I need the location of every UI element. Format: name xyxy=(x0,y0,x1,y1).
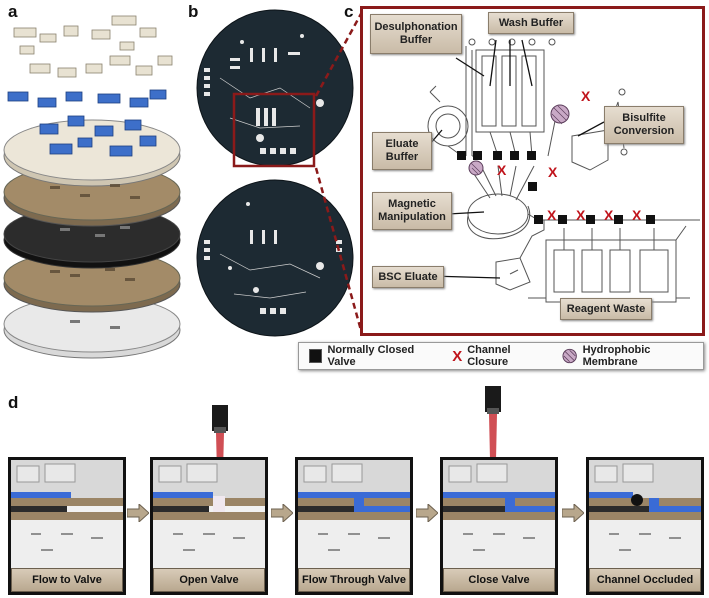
valve xyxy=(614,215,623,224)
channel-closure-mark-6: X xyxy=(604,207,614,223)
normally-closed-valves xyxy=(457,151,655,224)
step-label: Channel Occluded xyxy=(589,568,701,592)
valve xyxy=(457,151,466,160)
step-flow-to-valve: Flow to Valve xyxy=(8,457,126,595)
legend-membrane: Hydrophobic Membrane xyxy=(562,344,703,368)
step-flow-through-valve: Flow Through Valve xyxy=(295,457,413,595)
closure-swatch: X xyxy=(452,347,463,365)
membrane-swatch-icon xyxy=(562,348,578,364)
valve-swatch xyxy=(309,349,323,363)
valve xyxy=(473,151,482,160)
legend-closure-label: Channel Closure xyxy=(467,344,511,368)
channel-closure-mark-2: X xyxy=(497,162,507,178)
step-close-valve: Close Valve xyxy=(440,457,558,595)
step-open-valve: Open Valve xyxy=(150,457,268,595)
legend-valve-label: Normally Closed Valve xyxy=(327,344,415,368)
step-label: Flow to Valve xyxy=(11,568,123,592)
valve xyxy=(558,215,567,224)
step-arrow-4 xyxy=(562,504,584,522)
panel-letter-b: b xyxy=(188,2,199,21)
step-arrow-2 xyxy=(271,504,293,522)
zoom-region xyxy=(232,92,316,168)
channel-closure-mark-4: X xyxy=(547,207,557,223)
exploded-chip-layers xyxy=(3,15,181,359)
legend-valve: Normally Closed Valve xyxy=(309,344,440,368)
legend-membrane-label: Hydrophobic Membrane xyxy=(582,344,651,368)
chip-photos xyxy=(196,9,354,337)
channel-closure-mark-3: X xyxy=(548,164,558,180)
valve xyxy=(586,215,595,224)
valve xyxy=(528,182,537,191)
step-label: Flow Through Valve xyxy=(298,568,410,592)
valve xyxy=(534,215,543,224)
label-bisulfite-conversion: Bisulfite Conversion xyxy=(604,106,684,144)
legend-closure: X Channel Closure xyxy=(452,344,550,368)
label-reagent-waste: Reagent Waste xyxy=(560,298,652,320)
channel-closure-mark-5: X xyxy=(576,207,586,223)
legend: Normally Closed Valve X Channel Closure … xyxy=(298,342,704,370)
panel-letter-a: a xyxy=(8,2,18,21)
step-channel-occluded: Channel Occluded xyxy=(586,457,704,595)
step-arrow-3 xyxy=(416,504,438,522)
valve xyxy=(527,151,536,160)
panel-letter-c: c xyxy=(344,2,354,21)
valve xyxy=(646,215,655,224)
label-magnetic-manipulation: Magnetic Manipulation xyxy=(372,192,452,230)
label-desulphonation-buffer: Desulphonation Buffer xyxy=(370,14,462,54)
label-eluate-buffer: Eluate Buffer xyxy=(372,132,432,170)
label-wash-buffer: Wash Buffer xyxy=(488,12,574,34)
panel-letter-d: d xyxy=(8,393,19,412)
zoom-lines xyxy=(314,11,364,335)
chip-photo-bottom xyxy=(196,179,354,337)
label-bsc-eluate: BSC Eluate xyxy=(372,266,444,288)
schematic-channels xyxy=(427,38,700,303)
step-label: Close Valve xyxy=(443,568,555,592)
step-label: Open Valve xyxy=(153,568,265,592)
valve xyxy=(510,151,519,160)
channel-closure-mark-7: X xyxy=(632,207,642,223)
step-arrow-1 xyxy=(127,504,149,522)
channel-closure-mark-1: X xyxy=(581,88,591,104)
valve xyxy=(493,151,502,160)
